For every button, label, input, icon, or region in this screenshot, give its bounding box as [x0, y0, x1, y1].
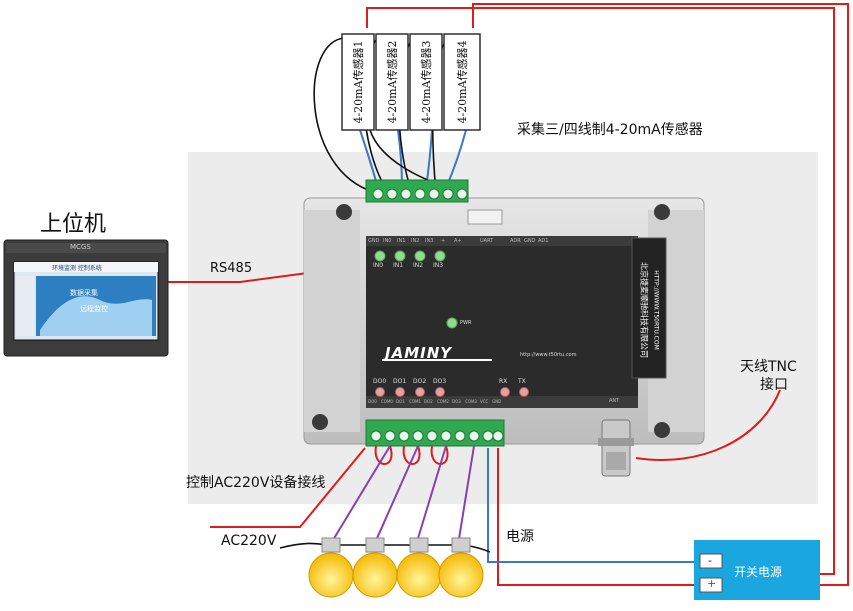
control-caption: 控制AC220V设备接线	[186, 475, 326, 491]
hmi-screen-text-2: 远程监控	[80, 305, 108, 313]
hmi-brand: MCGS	[70, 243, 91, 251]
pin-label-top-6: A+	[454, 238, 462, 244]
psu-label: 开关电源	[734, 565, 783, 579]
device-side-company: 北京捷麦顺驰科技有限公司	[639, 262, 649, 358]
tx-label: TX	[518, 378, 526, 385]
pin-label-top-right-0: ADR	[510, 238, 521, 244]
output-label-3: DO3	[433, 378, 447, 385]
output-leds	[375, 387, 529, 397]
hmi-screen-text-1: 数据采集	[70, 289, 98, 297]
pin-label-bottom-8: VCC	[480, 399, 489, 404]
antenna-connector	[598, 419, 634, 477]
sensor-boxes	[341, 33, 481, 131]
top-terminal-block	[365, 179, 469, 203]
input-label-0: IN0	[373, 262, 384, 269]
power-label: 电源	[506, 529, 534, 545]
sensor-label-4: 4-20mA传感器4	[456, 40, 469, 124]
ac220v-label: AC220V	[221, 533, 277, 549]
input-label-1: IN1	[393, 262, 404, 269]
sensor-caption: 采集三/四线制4-20mA传感器	[517, 122, 703, 138]
pin-label-top-right-2: AD1	[538, 238, 549, 244]
pin-label-bottom-0: DO0	[368, 399, 377, 404]
pin-label-top-0: GND	[368, 238, 380, 244]
pin-label-top-2: IN1	[397, 238, 406, 244]
antenna-label-line1: 天线TNC	[740, 359, 797, 375]
control-wires-purple	[329, 445, 475, 546]
input-label-3: IN3	[433, 262, 444, 269]
input-leds	[374, 250, 446, 262]
pin-label-bottom-2: DO1	[396, 399, 405, 404]
bottom-terminal-block	[365, 419, 505, 447]
output-label-1: DO1	[393, 378, 407, 385]
ant-label: ANT	[609, 398, 620, 404]
sensor-label-3: 4-20mA传感器3	[420, 40, 433, 124]
pin-label-bottom-4: DO2	[424, 399, 433, 404]
pin-label-bottom-1: COM0	[381, 399, 393, 404]
pin-label-top-right-1: GND	[524, 238, 536, 244]
hmi-banner: 环境监测 控制系统	[52, 265, 102, 272]
pwr-label: PWR	[460, 320, 472, 326]
light-bulbs	[308, 537, 484, 598]
pin-label-top-5: +	[441, 238, 446, 244]
device-brand: JAMINY	[385, 344, 453, 362]
pin-label-bottom-5: COM2	[437, 399, 449, 404]
pin-label-top-4: IN3	[425, 238, 434, 244]
output-label-0: DO0	[373, 378, 387, 385]
pin-label-top-3: IN2	[411, 238, 420, 244]
pwr-led	[446, 317, 458, 329]
pin-label-bottom-6: DO3	[452, 399, 461, 404]
sensor-label-1: 4-20mA传感器1	[352, 40, 365, 124]
switching-power-supply	[694, 540, 820, 600]
rs485-label: RS485	[210, 261, 253, 276]
device-url: http://www.t50rtu.com	[520, 352, 577, 358]
device-side-url: HTTP://WWW.T50RTU.COM	[652, 270, 660, 350]
uart-label: UART	[480, 238, 494, 244]
output-label-2: DO2	[413, 378, 427, 385]
input-label-2: IN2	[413, 262, 424, 269]
psu-minus-terminal: -	[708, 554, 712, 567]
hmi-panel	[3, 239, 169, 357]
rx-label: RX	[499, 378, 508, 385]
pin-label-bottom-7: COM3	[465, 399, 477, 404]
pin-label-bottom-9: GND	[492, 399, 502, 404]
antenna-label-line2: 接口	[760, 377, 788, 393]
pin-label-bottom-3: COM1	[409, 399, 421, 404]
psu-plus-terminal: +	[707, 577, 717, 590]
sensor-label-2: 4-20mA传感器2	[386, 40, 399, 124]
pin-label-top-1: IN0	[383, 238, 392, 244]
host-label: 上位机	[40, 212, 107, 237]
